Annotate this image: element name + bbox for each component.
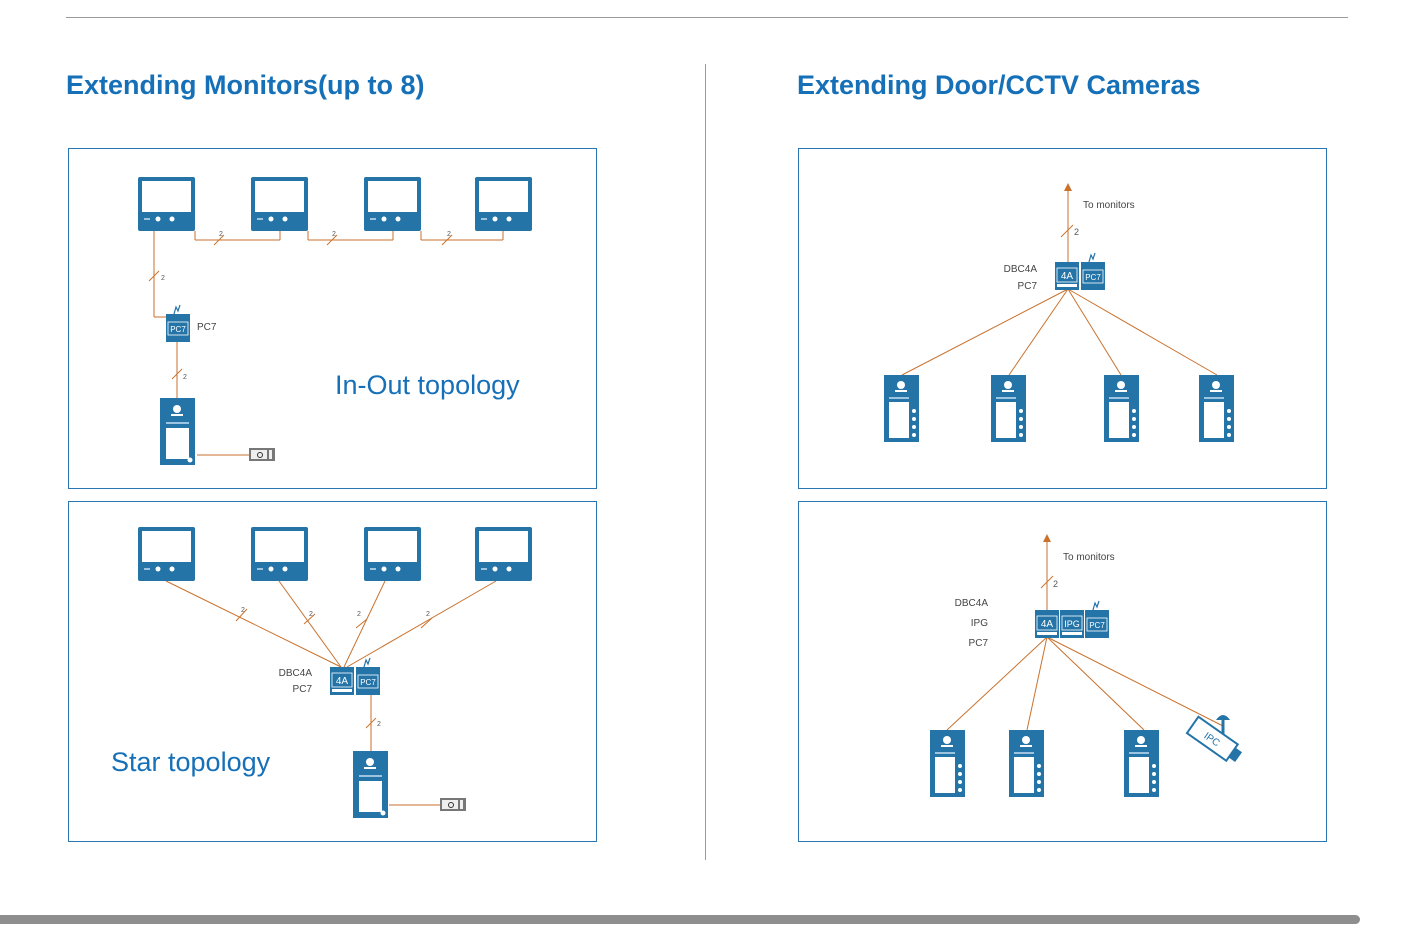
pc7-label: PC7 [1018, 281, 1038, 292]
wire-count-label: 2 [309, 611, 313, 618]
door-station-icon [1104, 375, 1139, 442]
svg-text:PC7: PC7 [1089, 621, 1105, 630]
dbc4a-distributor-icon: 4A [330, 667, 354, 695]
wire-count-tick [1040, 575, 1054, 589]
wire-count-label: 2 [241, 607, 245, 614]
to-monitors-label: To monitors [1083, 200, 1135, 211]
door-wires [901, 183, 1218, 376]
svg-text:4A: 4A [1061, 271, 1074, 282]
dbc4a-label: DBC4A [1004, 264, 1038, 275]
door-station-icon [1009, 730, 1044, 797]
topology-caption: Star topology [111, 747, 271, 777]
door-lock-icon [440, 798, 466, 811]
pc7-power-unit-icon: PC7 [1081, 252, 1105, 290]
monitor-icon [364, 527, 421, 581]
inout-diagram: 2 2 2 2 2 PC7 PC7 In-Out topology [138, 177, 532, 465]
top-rule [66, 17, 1348, 18]
panel-extending-door-stations: 2 To monitors 4A PC7 DBC4A PC7 [798, 148, 1327, 489]
ipg-gateway-icon: IPG [1060, 610, 1084, 638]
svg-text:IPG: IPG [1064, 619, 1080, 629]
wire-count-ticks [148, 234, 453, 380]
door-station-icon [353, 751, 388, 818]
pc7-label: PC7 [969, 638, 989, 649]
door-station-icon [1199, 375, 1234, 442]
left-section-title: Extending Monitors(up to 8) [66, 70, 425, 100]
monitor-icon [251, 527, 308, 581]
pc7-power-unit-icon: PC7 [166, 304, 190, 342]
wire-count-label: 2 [426, 611, 430, 618]
wire-count-tick [1060, 224, 1074, 238]
wire-count-label: 2 [357, 611, 361, 618]
panel-inout-topology: 2 2 2 2 2 PC7 PC7 In-Out topology [68, 148, 597, 489]
wire-count-label: 2 [332, 231, 336, 238]
pc7-label: PC7 [293, 684, 313, 695]
pc7-power-unit-icon: PC7 [356, 657, 380, 695]
wire-count-label: 2 [161, 275, 165, 282]
ipg-label: IPG [971, 618, 988, 629]
column-divider [705, 64, 706, 860]
bottom-bar [0, 915, 1360, 924]
door-station-icon [160, 398, 195, 465]
to-monitors-label: To monitors [1063, 552, 1115, 563]
svg-text:PC7: PC7 [360, 678, 376, 687]
door-station-icon [1124, 730, 1159, 797]
monitor-icon [138, 527, 195, 581]
star-diagram: 2 2 2 2 2 4A PC7 DBC4A PC7 Star topolo [111, 527, 532, 818]
wire-count-label: 2 [377, 721, 381, 728]
pc7-power-unit-icon: PC7 [1085, 600, 1109, 638]
cctv-wires [946, 534, 1224, 731]
monitor-icon [138, 177, 195, 231]
door-station-icon [930, 730, 965, 797]
svg-text:4A: 4A [1041, 619, 1054, 630]
wire-count-ticks [235, 608, 433, 729]
svg-text:PC7: PC7 [1085, 273, 1101, 282]
star-wires [165, 580, 497, 806]
door-stations-diagram: 2 To monitors 4A PC7 DBC4A PC7 [884, 183, 1234, 442]
door-lock-icon [249, 448, 275, 461]
monitor-icon [364, 177, 421, 231]
wire-count-label: 2 [183, 374, 187, 381]
dbc4a-distributor-icon: 4A [1055, 262, 1079, 290]
monitor-icon [475, 527, 532, 581]
wire-count-label: 2 [1074, 227, 1079, 237]
door-station-icon [991, 375, 1026, 442]
pc7-label: PC7 [197, 322, 217, 333]
topology-caption: In-Out topology [335, 370, 520, 400]
svg-text:PC7: PC7 [170, 325, 186, 334]
inout-wires [153, 231, 504, 456]
dbc4a-label: DBC4A [279, 668, 313, 679]
right-section-title: Extending Door/CCTV Cameras [797, 70, 1201, 100]
wire-count-label: 2 [447, 231, 451, 238]
panel-star-topology: 2 2 2 2 2 4A PC7 DBC4A PC7 Star topolo [68, 501, 597, 842]
dbc4a-label: DBC4A [955, 598, 989, 609]
panel-extending-cctv-cameras: 2 To monitors 4A IPG PC7 DBC4A IPG PC7 I… [798, 501, 1327, 842]
cctv-diagram: 2 To monitors 4A IPG PC7 DBC4A IPG PC7 I… [930, 534, 1243, 797]
wire-count-label: 2 [1053, 579, 1058, 589]
wire-count-label: 2 [219, 231, 223, 238]
ip-camera-icon: IPC [1185, 715, 1243, 763]
monitor-icon [475, 177, 532, 231]
door-station-icon [884, 375, 919, 442]
monitor-icon [251, 177, 308, 231]
dbc4a-distributor-icon: 4A [1035, 610, 1059, 638]
svg-text:4A: 4A [336, 676, 349, 687]
